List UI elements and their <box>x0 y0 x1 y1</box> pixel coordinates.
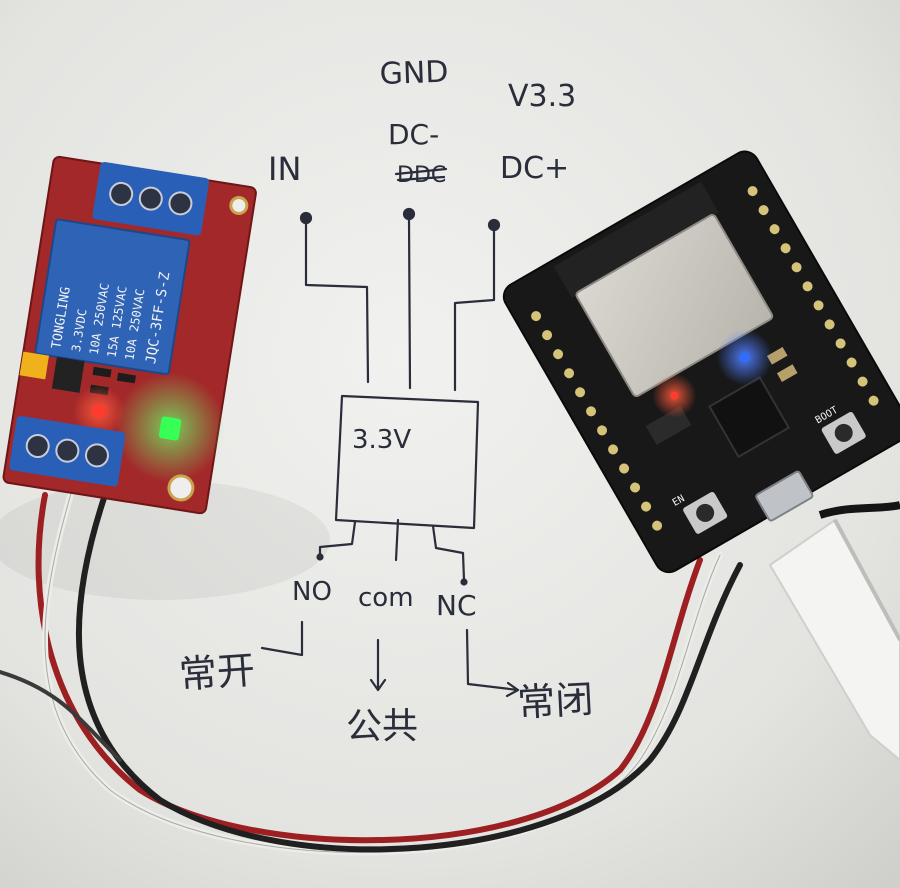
jumper-header <box>19 351 49 380</box>
bottom-screw-2 <box>55 438 80 463</box>
nc-label: NC <box>436 589 477 622</box>
usb-cable <box>768 501 900 762</box>
no-wire-dot <box>316 553 324 561</box>
no-wire <box>318 520 357 558</box>
relay-mount-hole <box>167 474 195 502</box>
no-arrow <box>260 620 304 657</box>
red-wire <box>35 492 703 844</box>
com-label: com <box>358 583 414 613</box>
boot-button-cap[interactable] <box>831 421 856 446</box>
esp32-wifi-shield <box>575 214 774 398</box>
transistor <box>51 356 85 393</box>
extra-gray-wire <box>0 670 122 762</box>
module-box-label: 3.3V <box>352 425 411 455</box>
esp32-red-led <box>670 391 679 400</box>
in-wire <box>304 220 370 384</box>
relay-mount-hole-top <box>229 195 249 215</box>
usb-uart-chip <box>708 376 791 459</box>
terminal-screw-1 <box>109 181 134 206</box>
esp32-board: EN BOOT <box>502 150 900 574</box>
nc-wire <box>431 524 466 582</box>
common-label: 公共 <box>346 706 418 747</box>
dc-minus-label: DC- <box>388 118 439 151</box>
in-label: IN <box>268 150 301 188</box>
en-button-label: EN <box>671 493 687 509</box>
bottom-screw-3 <box>84 443 109 468</box>
resistor-3 <box>116 372 136 384</box>
gnd-label: GND <box>379 55 449 92</box>
relay-module: TONGLING 3.3VDC 10A 250VAC 15A 125VAC 10… <box>2 155 257 515</box>
micro-usb-port[interactable] <box>755 470 814 522</box>
hand-drawn-schematic <box>260 167 520 698</box>
resistor-1 <box>92 366 112 378</box>
relay-red-led <box>91 404 106 419</box>
relay-module-box <box>334 394 480 530</box>
usb-cable-shadow <box>833 519 900 641</box>
com-wire <box>394 518 400 562</box>
esp32-blue-led <box>739 352 750 363</box>
white-wire-outline <box>44 489 721 853</box>
capacitor-2 <box>776 364 798 382</box>
no-label: NO <box>292 577 332 607</box>
nc-arrow <box>465 628 520 698</box>
dc-minus-wire <box>407 216 412 390</box>
nc-wire-dot <box>460 578 468 586</box>
esp32-right-pins <box>747 186 879 406</box>
relay-body <box>34 218 191 376</box>
com-arrow <box>369 638 387 692</box>
normally-closed-label: 常闭 <box>516 677 594 725</box>
normally-open-label: 常开 <box>178 648 257 697</box>
dc-plus-label: DC+ <box>500 151 569 186</box>
esp32-antenna-area <box>553 181 719 298</box>
crossed-out-label: DDC <box>397 163 446 188</box>
esp32-left-pins <box>531 311 663 531</box>
black-wire <box>76 492 743 853</box>
en-button-cap[interactable] <box>693 501 718 526</box>
relay-spec-1: 3.3VDC <box>69 308 90 353</box>
terminal-screw-2 <box>138 186 163 211</box>
schematic-labels: GND V3.3 IN DC- DDC DC+ 3.3V NO com NC 常… <box>178 55 595 747</box>
usb-black-wire <box>818 501 900 519</box>
strike-through <box>394 167 448 182</box>
relay-green-led <box>158 416 182 441</box>
jumper-wires <box>0 487 743 856</box>
terminal-screw-3 <box>168 191 193 216</box>
dc-plus-wire <box>453 227 496 392</box>
v33-label: V3.3 <box>508 79 576 114</box>
bottom-screw-1 <box>25 433 50 458</box>
